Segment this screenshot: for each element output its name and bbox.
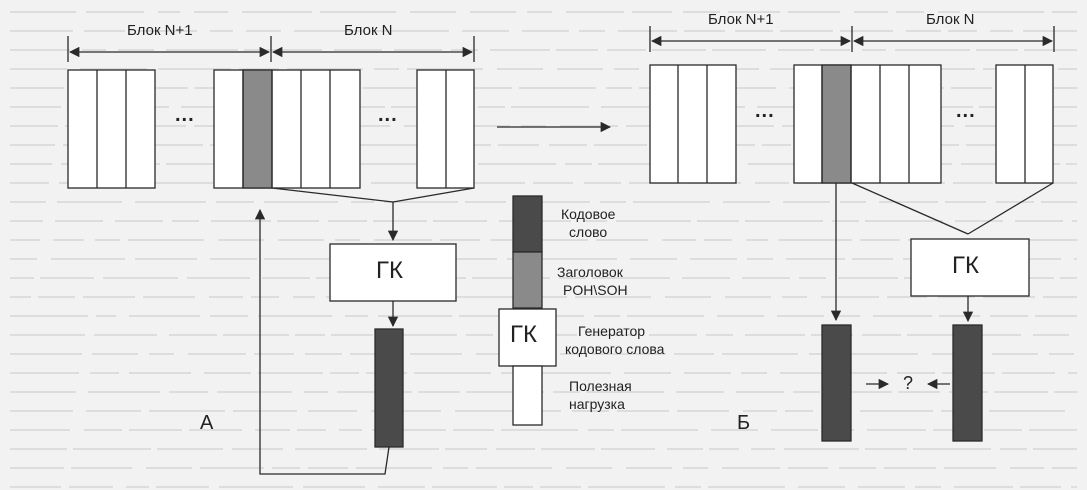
legend-codeword-text-1: Кодовое	[561, 206, 616, 222]
label-b-block-n: Блок N	[926, 11, 975, 28]
header-cell-b	[821, 64, 852, 184]
legend-gk-box	[498, 308, 557, 367]
dots-b-left: ...	[755, 100, 775, 122]
legend-generator-text-2: кодового слова	[565, 341, 665, 357]
dots-a-right: ...	[378, 104, 398, 126]
gk-box-a	[329, 243, 457, 302]
gk-label-legend: ГК	[510, 321, 537, 348]
legend-generator-text-1: Генератор	[578, 323, 646, 339]
panel-a	[67, 36, 475, 475]
comparison-question-mark: ?	[903, 373, 914, 393]
codeword-bar-b-left	[821, 324, 852, 442]
legend-codeword-swatch	[512, 195, 543, 253]
codeword-bar-b-right	[952, 324, 983, 442]
gk-box-b	[910, 238, 1030, 297]
dots-a-left: ...	[175, 104, 195, 126]
label-b-block-n1: Блок N+1	[708, 11, 774, 28]
header-cell-a	[242, 69, 273, 189]
panel-b	[649, 26, 1055, 442]
legend-payload-text-1: Полезная	[569, 378, 632, 394]
dots-b-right: ...	[956, 100, 976, 122]
label-side-b: Б	[737, 412, 751, 434]
frame-a-left	[67, 69, 156, 189]
frame-a-mid	[213, 69, 361, 189]
feedback-loop-a	[254, 208, 390, 475]
legend-codeword-text-2: слово	[569, 224, 608, 240]
label-a-block-n: Блок N	[344, 22, 393, 39]
legend	[498, 195, 557, 426]
frame-b-mid	[793, 64, 942, 184]
codeword-bar-a	[374, 328, 404, 448]
legend-header-text-1: Заголовок	[557, 264, 623, 280]
legend-header-swatch	[512, 251, 543, 309]
legend-payload-swatch	[512, 365, 543, 426]
gk-label-b: ГК	[952, 252, 979, 279]
legend-payload-text-2: нагрузка	[569, 396, 625, 412]
label-a-block-n1: Блок N+1	[127, 22, 193, 39]
label-side-a: А	[200, 412, 214, 434]
gk-label-a: ГК	[376, 257, 403, 284]
legend-header-text-2: POH\SOH	[563, 282, 628, 298]
frame-b-left	[649, 64, 737, 184]
